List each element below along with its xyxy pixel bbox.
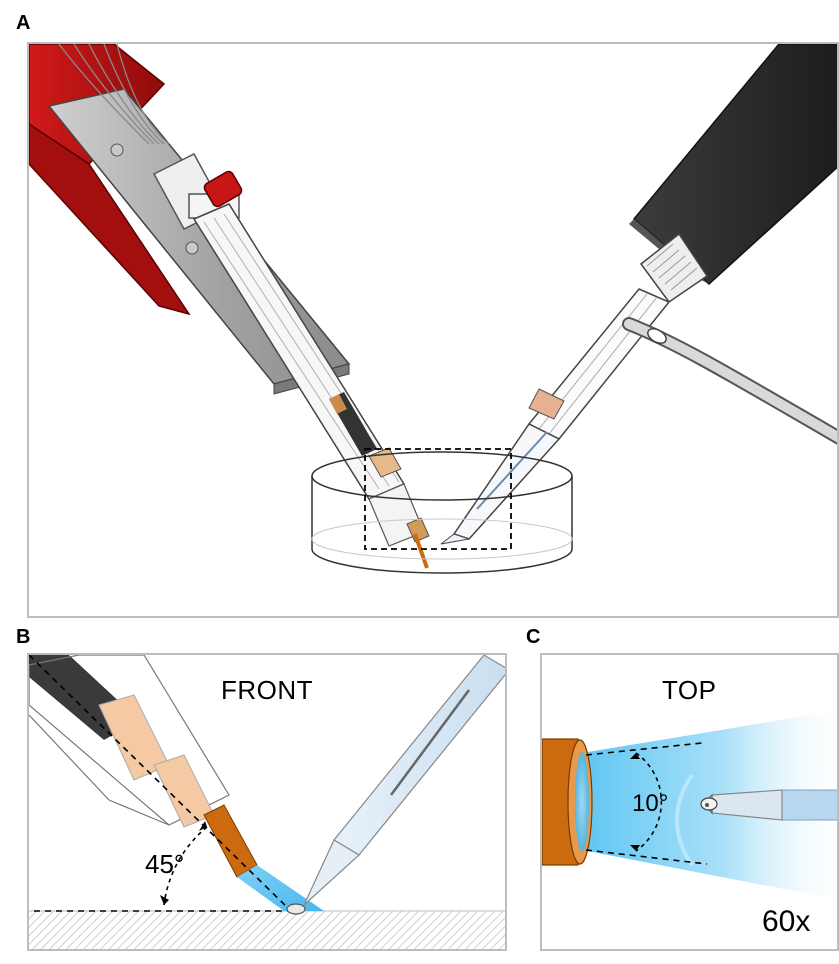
panel-b-frame: 45° FRONT <box>27 653 507 951</box>
panel-letter-c: C <box>526 626 541 648</box>
angle-arc-10 <box>635 752 663 852</box>
pipette <box>303 655 505 906</box>
substrate-surface <box>29 911 505 949</box>
glass-tube <box>29 655 230 826</box>
cone-edge-top <box>585 742 703 756</box>
panel-b-illustration: 45° <box>29 655 505 949</box>
panel-a-illustration <box>29 44 837 574</box>
cone-edge-bottom <box>585 849 708 865</box>
light-beam <box>237 865 324 911</box>
zoom-box <box>364 448 512 550</box>
electrode-shaft <box>192 203 430 569</box>
knurled-ring <box>639 232 709 304</box>
panel-c-illustration: 10° 60x <box>542 710 837 938</box>
panel-a-frame <box>27 42 839 618</box>
panel-letter-b: B <box>16 626 31 648</box>
cell <box>286 903 306 915</box>
angle-label-10: 10° <box>632 790 668 817</box>
electrode-wires <box>58 44 170 145</box>
copper-tip <box>203 804 258 878</box>
side-tube <box>622 317 837 445</box>
angle-arc <box>163 826 208 906</box>
magnification-label: 60x <box>762 905 810 938</box>
panel-c-frame: 10° 60x TOP <box>540 653 839 951</box>
petri-dish <box>311 451 573 574</box>
view-label-top: TOP <box>662 675 717 705</box>
panel-letter-a: A <box>16 12 31 34</box>
angle-label-45: 45° <box>145 849 184 879</box>
red-knob <box>203 170 243 208</box>
view-label-front: FRONT <box>221 675 314 705</box>
cell-top <box>700 797 718 811</box>
